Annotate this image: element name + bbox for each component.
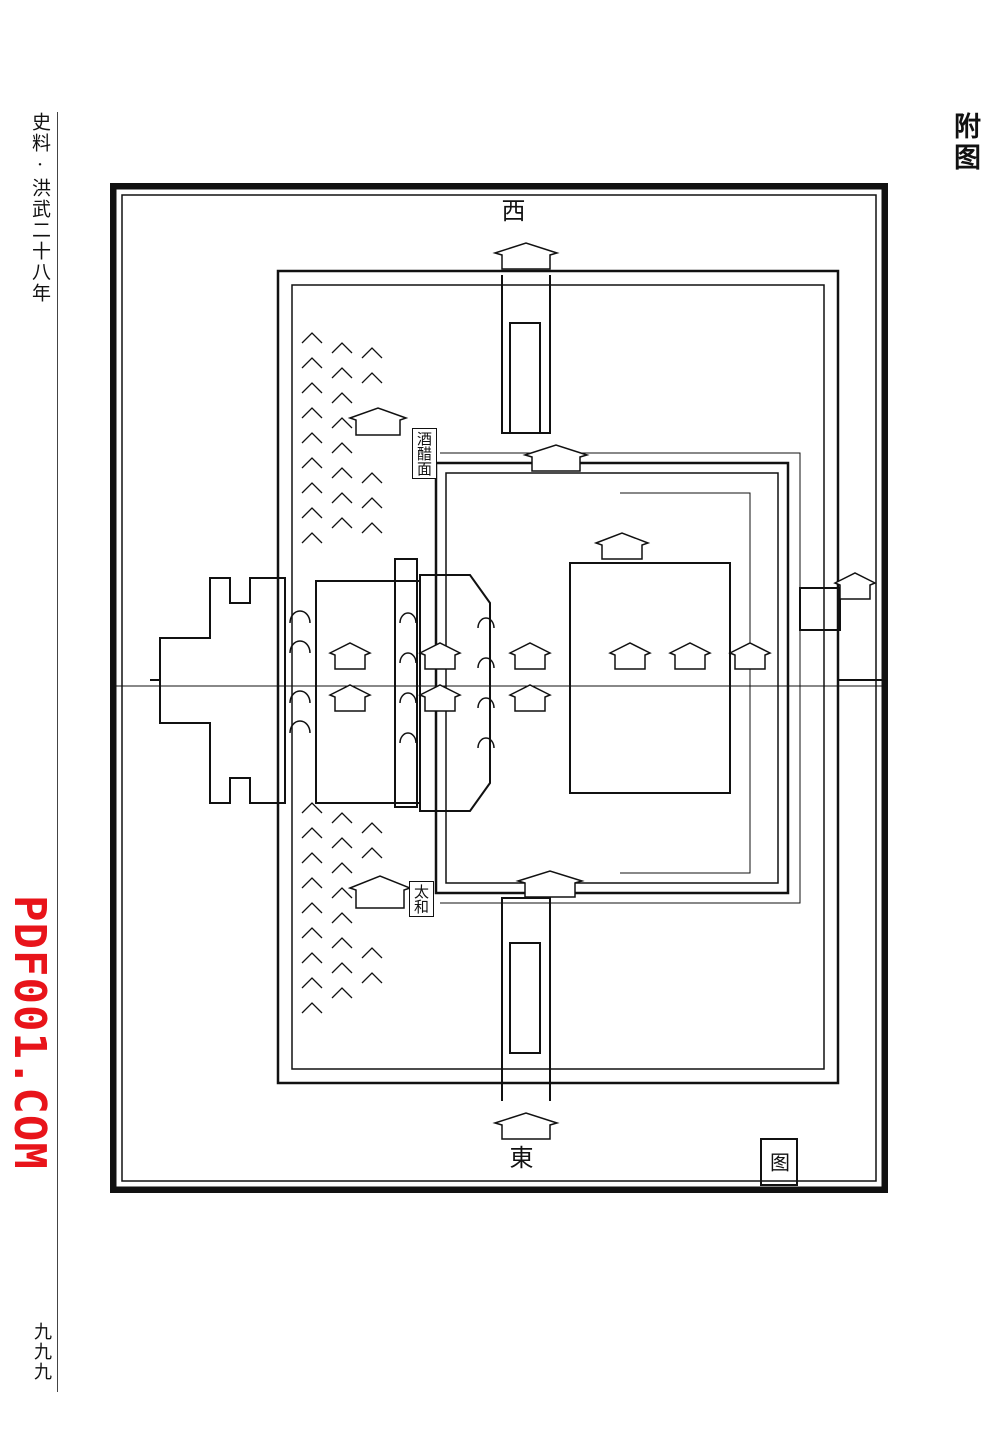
map-title-cartouche: 图	[760, 1138, 798, 1186]
palace-map-illustration	[110, 183, 888, 1193]
page-number: 九九九	[31, 1322, 52, 1382]
building-cartouche-bottom: 太和	[409, 881, 434, 917]
label-east: 東	[505, 1145, 533, 1169]
palace-map-drawing	[110, 183, 888, 1193]
watermark: PDF001.COM	[4, 895, 55, 1170]
margin-rule	[57, 112, 58, 1392]
section-title: 附图	[949, 112, 980, 174]
building-cartouche-top: 酒醋面	[412, 428, 437, 479]
running-header: 史料·洪武二十八年	[29, 112, 51, 304]
label-west: 西	[497, 198, 525, 222]
